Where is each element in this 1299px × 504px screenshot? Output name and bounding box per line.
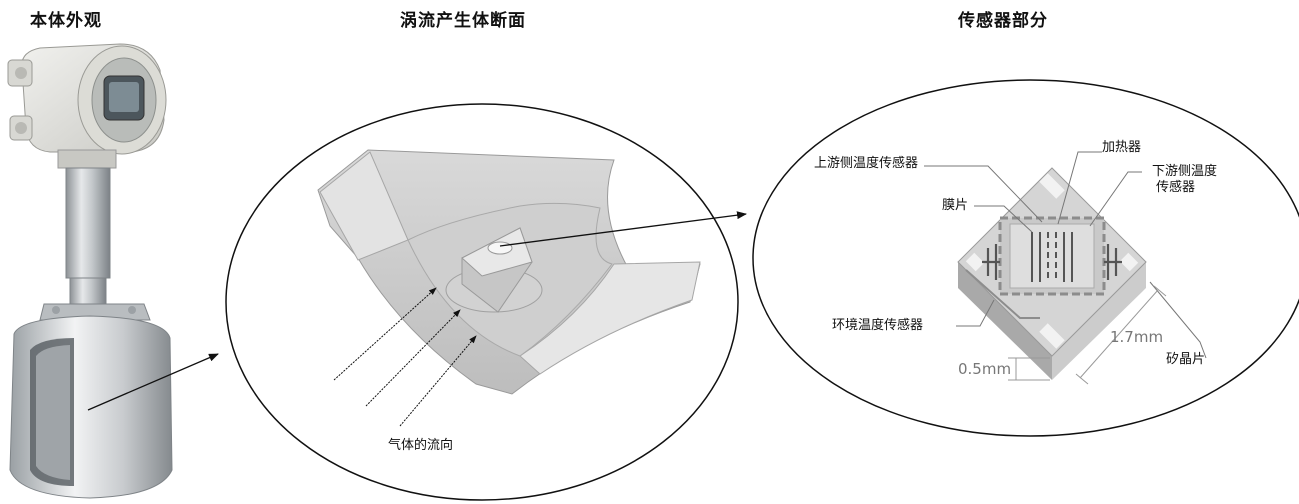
sensor-circle [752, 79, 1299, 437]
label-downstream-temp-sensor-line2: 传感器 [1156, 180, 1196, 195]
heading-meter-exterior: 本体外观 [30, 11, 102, 31]
label-upstream-temp-sensor: 上游侧温度传感器 [814, 156, 919, 171]
label-downstream-temp-sensor-line1: 下游侧温度 [1152, 164, 1218, 179]
vortex-generator-section [317, 149, 701, 395]
label-silicon-chip: 矽晶片 [1166, 352, 1206, 367]
sensor-chip [957, 167, 1147, 380]
leader-lines [924, 151, 1207, 359]
label-ambient-temp-sensor: 环境温度传感器 [832, 318, 924, 333]
label-membrane: 膜片 [942, 198, 969, 213]
flowmeter-illustration [7, 43, 173, 499]
heading-sensor-part: 传感器部分 [958, 11, 1048, 31]
connector-arrow-1 [87, 353, 219, 411]
label-heater: 加热器 [1102, 140, 1142, 155]
gas-flow-arrow-1 [333, 287, 437, 381]
connector-arrow-2 [499, 211, 747, 247]
dimension-chip-width: 1.7mm [1110, 328, 1164, 346]
dimension-chip-thickness: 0.5mm [958, 360, 1012, 378]
dimension-lines [1008, 285, 1167, 385]
section-circle [225, 103, 739, 501]
gas-flow-arrow-3 [399, 335, 477, 427]
label-gas-flow: 气体的流向 [388, 438, 454, 453]
heading-vortex-section: 涡流产生体断面 [400, 11, 526, 31]
